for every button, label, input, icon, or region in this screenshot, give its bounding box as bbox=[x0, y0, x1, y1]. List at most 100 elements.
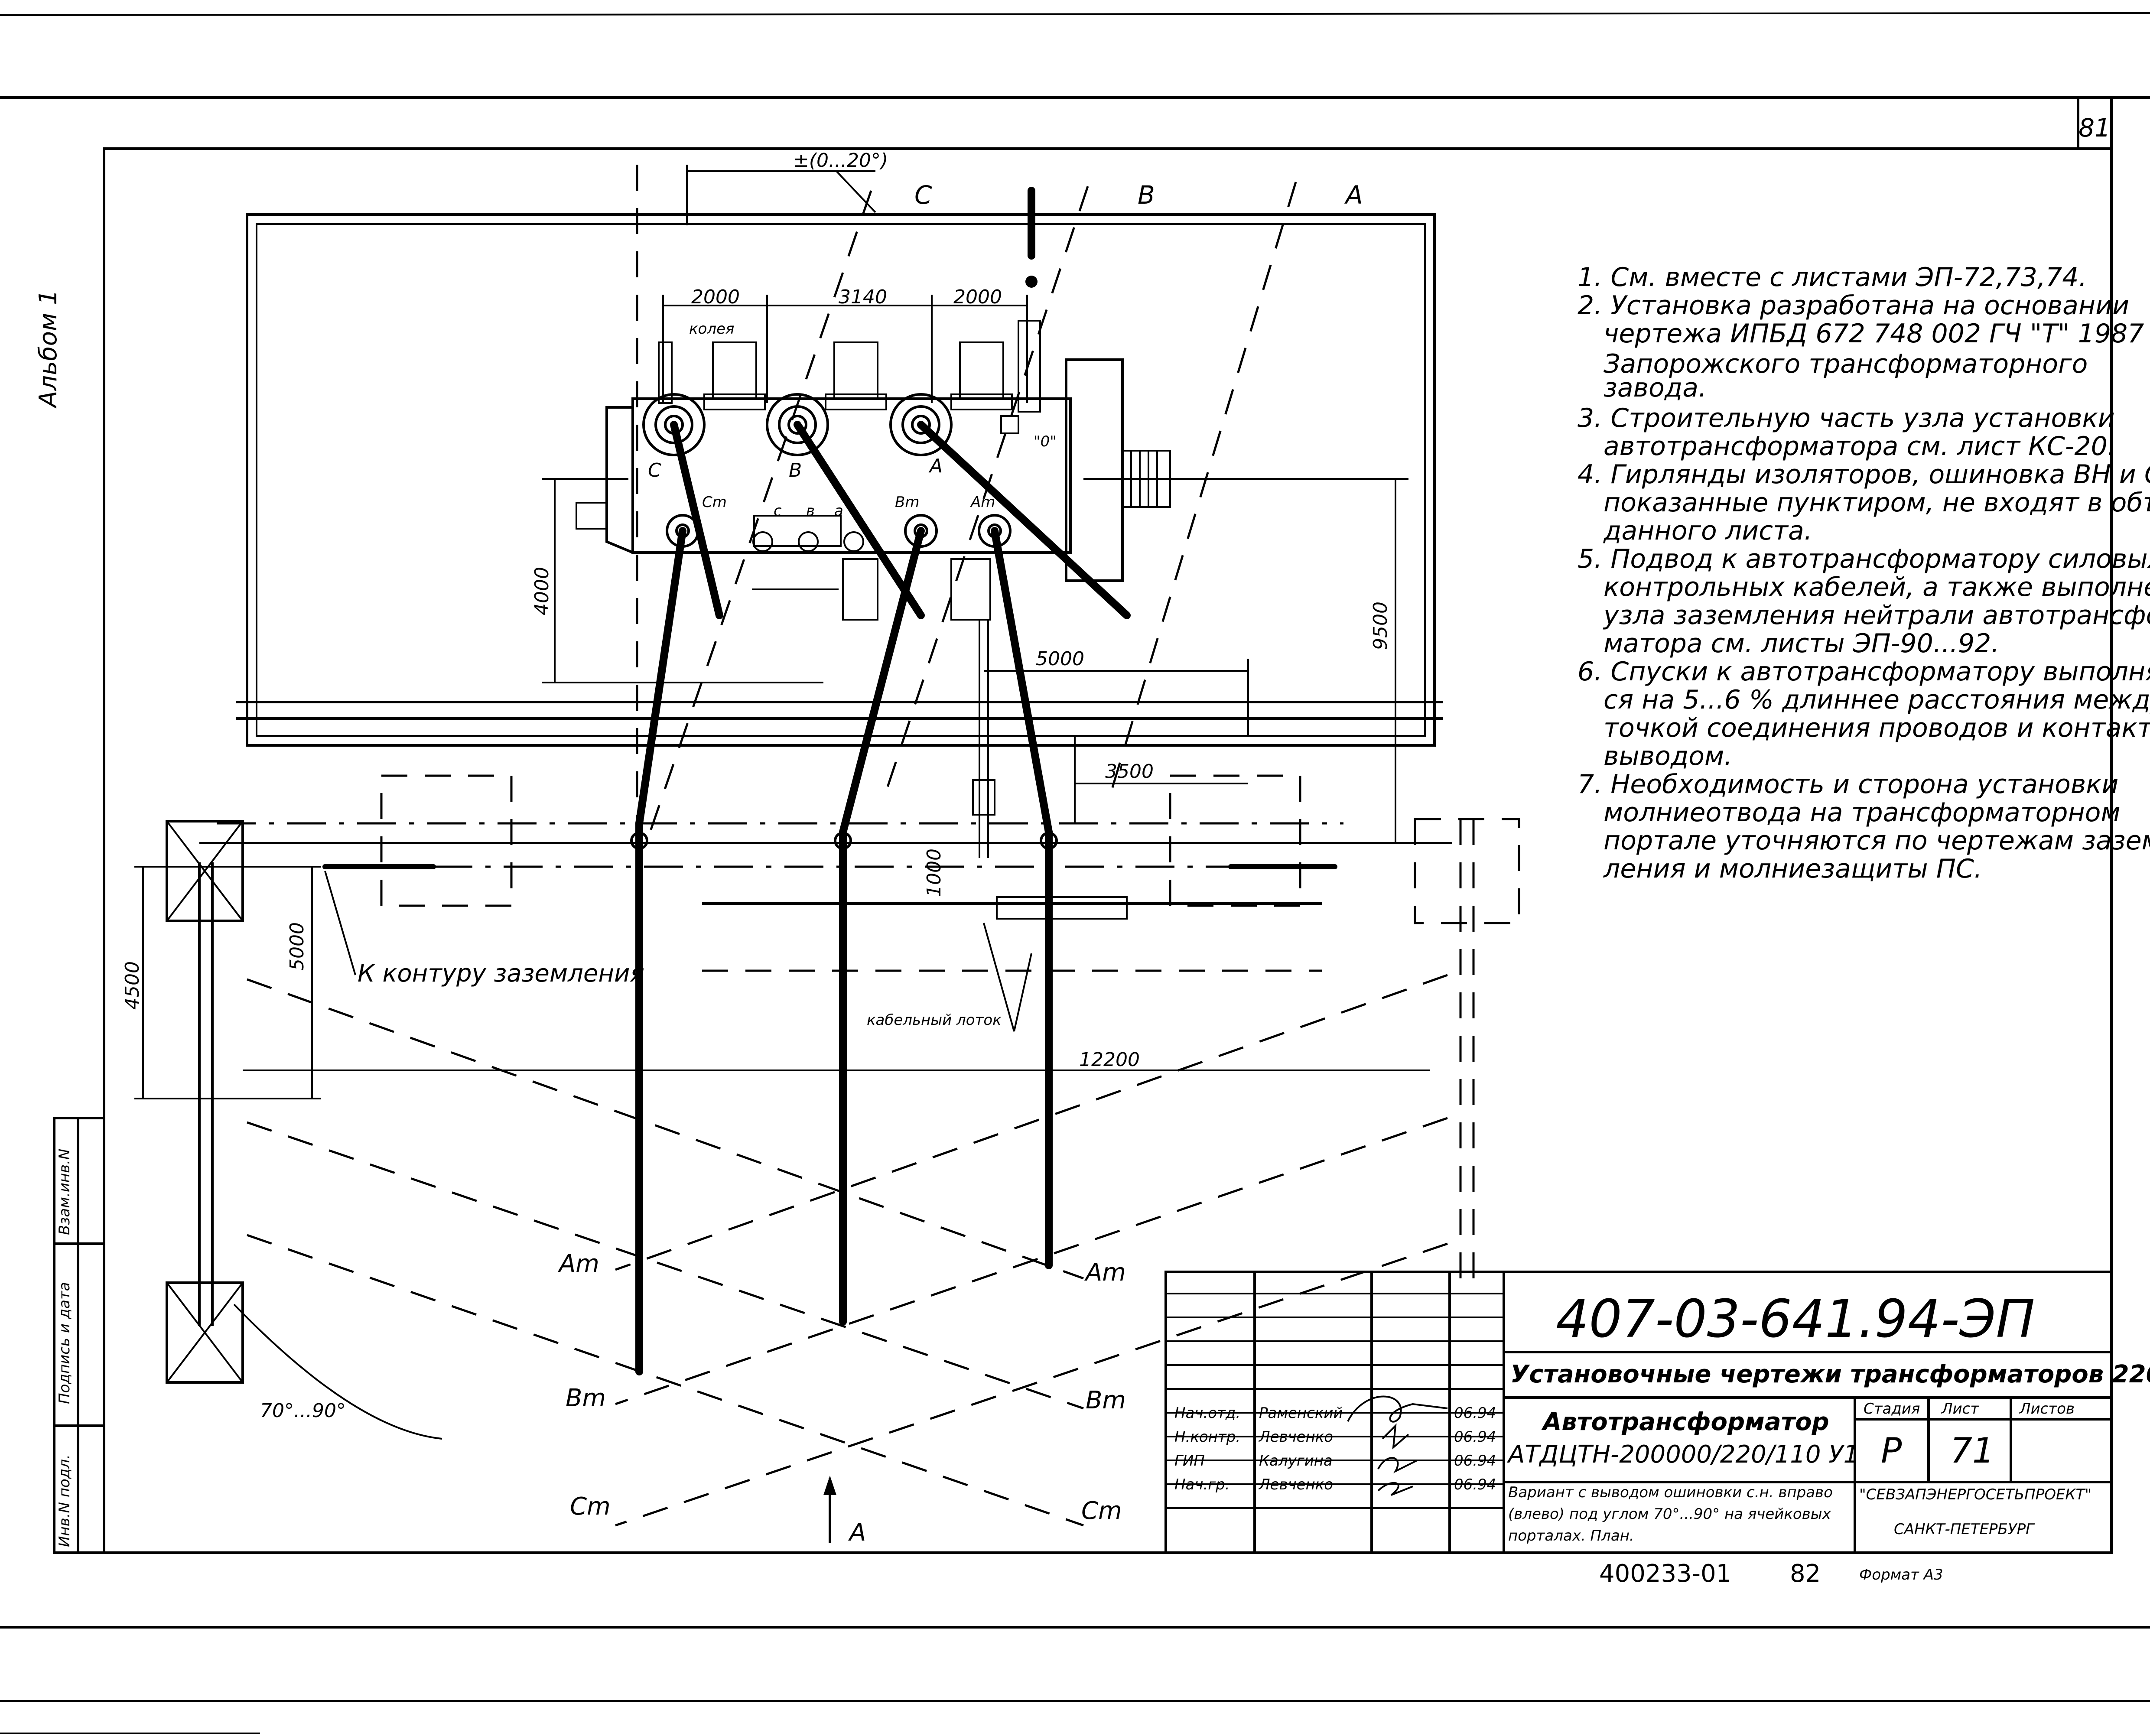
signer-name-1: Раменский bbox=[1259, 1404, 1343, 1422]
tb-desc-3: порталах. План. bbox=[1508, 1527, 1634, 1544]
label-bushing-a: A bbox=[928, 455, 943, 477]
signer-date-2: 06.94 bbox=[1454, 1428, 1496, 1446]
signer-name-4: Левченко bbox=[1258, 1476, 1333, 1493]
foundation-outline bbox=[246, 213, 1436, 747]
note-line-18: выводом. bbox=[1604, 741, 1732, 771]
signer-role-2: Н.контр. bbox=[1174, 1428, 1240, 1446]
note-line-22: ления и молниезащиты ПС. bbox=[1603, 854, 1982, 884]
tb-name-1: Автотрансформатор bbox=[1541, 1408, 1829, 1436]
label-small-a: a bbox=[834, 502, 843, 520]
note-line-16: ся на 5...6 % длиннее расстояния между bbox=[1604, 685, 2150, 715]
tb-stage: Р bbox=[1881, 1430, 1902, 1471]
label-bushing-bm: Bm bbox=[895, 494, 919, 511]
label-bushing-c: C bbox=[648, 459, 661, 481]
phase-top-a: A bbox=[1344, 180, 1363, 210]
signer-role-4: Нач.гр. bbox=[1174, 1476, 1230, 1493]
note-line-1: 1. См. вместе с листами ЭП-72,73,74. bbox=[1578, 262, 2087, 293]
note-line-7: автотрансформатора см. лист КС-20. bbox=[1604, 431, 2116, 462]
dim-4000: 4000 bbox=[531, 567, 553, 615]
signer-date-4: 06.94 bbox=[1454, 1476, 1496, 1493]
angle-top: ±(0...20°) bbox=[793, 150, 888, 172]
dim-3140: 3140 bbox=[839, 286, 887, 308]
sheet-number: 81 bbox=[2078, 113, 2111, 143]
tb-name-2: АТДЦТН-200000/220/110 У1 bbox=[1507, 1440, 1859, 1469]
note-line-21: портале уточняются по чертежам зазем- bbox=[1604, 826, 2150, 856]
bushings-hv bbox=[642, 393, 953, 456]
stamp-podpis: Подпись и дата bbox=[56, 1282, 73, 1404]
signer-date-1: 06.94 bbox=[1454, 1404, 1496, 1422]
label-small-c: c bbox=[774, 502, 782, 520]
dim-9500: 9500 bbox=[1369, 601, 1392, 650]
dim-5000a: 5000 bbox=[1036, 648, 1084, 670]
view-arrow bbox=[823, 1476, 836, 1543]
note-line-13: узла заземления нейтрали автотрансфор- bbox=[1603, 600, 2150, 631]
label-cm-left: Cm bbox=[570, 1492, 611, 1521]
note-line-6: 3. Строительную часть узла установки bbox=[1578, 403, 2115, 433]
footer-handwritten: 400233-01 bbox=[1599, 1560, 1731, 1588]
page-edges bbox=[0, 12, 2150, 1734]
dim-2000a: 2000 bbox=[691, 286, 740, 308]
drawing-frame bbox=[103, 96, 2113, 1554]
tb-sheets-h: Листов bbox=[2019, 1400, 2075, 1417]
note-line-17: точкой соединения проводов и контактным bbox=[1604, 713, 2150, 743]
phase-cross-lines bbox=[233, 974, 1448, 1527]
label-tray: кабельный лоток bbox=[867, 1011, 1002, 1029]
tb-sheet-h: Лист bbox=[1941, 1400, 1979, 1417]
tb-desc-2: (влево) под углом 70°...90° на ячейковых bbox=[1508, 1505, 1831, 1523]
footer-format: Формат А3 bbox=[1859, 1566, 1943, 1583]
label-bushing-am: Am bbox=[970, 494, 995, 511]
note-line-8: 4. Гирлянды изоляторов, ошиновка ВН и СН… bbox=[1578, 459, 2150, 490]
signer-role-3: ГИП bbox=[1174, 1452, 1205, 1469]
note-line-15: 6. Спуски к автотрансформатору выполняют… bbox=[1578, 657, 2150, 687]
dim-5000b: 5000 bbox=[286, 922, 308, 971]
label-view-a: A bbox=[848, 1518, 866, 1547]
label-bm-right: Bm bbox=[1086, 1386, 1126, 1414]
label-bm-left: Bm bbox=[566, 1384, 606, 1412]
note-line-10: данного листа. bbox=[1603, 516, 1812, 546]
label-ground: К контуру заземления bbox=[358, 959, 644, 988]
stamp-inv: Инв.N подл. bbox=[56, 1454, 73, 1547]
phase-top-b: B bbox=[1138, 180, 1155, 210]
portal-beam bbox=[199, 822, 1452, 869]
stamp-vzam: Взам.инв.N bbox=[56, 1149, 73, 1235]
tb-org-2: САНКТ-ПЕТЕРБУРГ bbox=[1894, 1521, 2035, 1538]
tb-sheet: 71 bbox=[1950, 1430, 1994, 1471]
cable-tray bbox=[702, 896, 1322, 1032]
note-line-11: 5. Подвод к автотрансформатору силовых и bbox=[1578, 544, 2150, 574]
lightning-rod bbox=[1000, 187, 1041, 434]
notes: 1. См. вместе с листами ЭП-72,73,74. 2. … bbox=[1578, 262, 2150, 884]
footer-handwritten-2: 82 bbox=[1790, 1560, 1821, 1588]
signer-role-1: Нач.отд. bbox=[1174, 1404, 1240, 1422]
dims-top bbox=[542, 295, 1408, 843]
tb-org-1: "СЕВЗАПЭНЕРГОСЕТЬПРОЕКТ" bbox=[1859, 1486, 2091, 1503]
dim-12200: 12200 bbox=[1079, 1049, 1140, 1071]
signatures bbox=[1347, 1395, 1448, 1496]
note-line-3: чертежа ИПБД 672 748 002 ГЧ "Т" 1987 г. bbox=[1604, 319, 2150, 349]
label-am-left: Am bbox=[558, 1250, 599, 1278]
dim-2000b: 2000 bbox=[953, 286, 1002, 308]
thick-leads bbox=[635, 421, 1131, 1375]
angle-bottom: 70°...90° bbox=[260, 1400, 346, 1422]
label-bushing-cm: Cm bbox=[702, 494, 727, 511]
dims-left bbox=[134, 866, 1430, 1099]
tb-stage-h: Стадия bbox=[1864, 1400, 1920, 1417]
title-block bbox=[1164, 1271, 2113, 1554]
album-label: Альбом 1 bbox=[34, 289, 62, 409]
note-line-4: Запорожского трансформаторного bbox=[1604, 349, 2088, 379]
dim-4500: 4500 bbox=[121, 961, 143, 1010]
label-bushing-b: B bbox=[789, 459, 802, 481]
tb-project: Установочные чертежи трансформаторов 220… bbox=[1510, 1360, 2150, 1388]
tb-desc-1: Вариант с выводом ошиновки с.н. вправо bbox=[1508, 1484, 1833, 1501]
ground-leader bbox=[324, 871, 356, 975]
tb-code: 407-03-641.94-ЭП bbox=[1556, 1289, 2035, 1349]
rail-tracks bbox=[236, 701, 1443, 720]
note-line-5: завода. bbox=[1604, 373, 1707, 403]
note-line-20: молниеотвода на трансформаторном bbox=[1604, 797, 2121, 828]
note-line-12: контрольных кабелей, а также выполнение bbox=[1604, 572, 2150, 602]
note-line-2: 2. Установка разработана на основании bbox=[1578, 290, 2129, 321]
note-line-19: 7. Необходимость и сторона установки bbox=[1578, 769, 2118, 800]
label-am-right: Am bbox=[1084, 1258, 1126, 1287]
signer-date-3: 06.94 bbox=[1454, 1452, 1496, 1469]
label-neutral: "0" bbox=[1034, 433, 1057, 450]
